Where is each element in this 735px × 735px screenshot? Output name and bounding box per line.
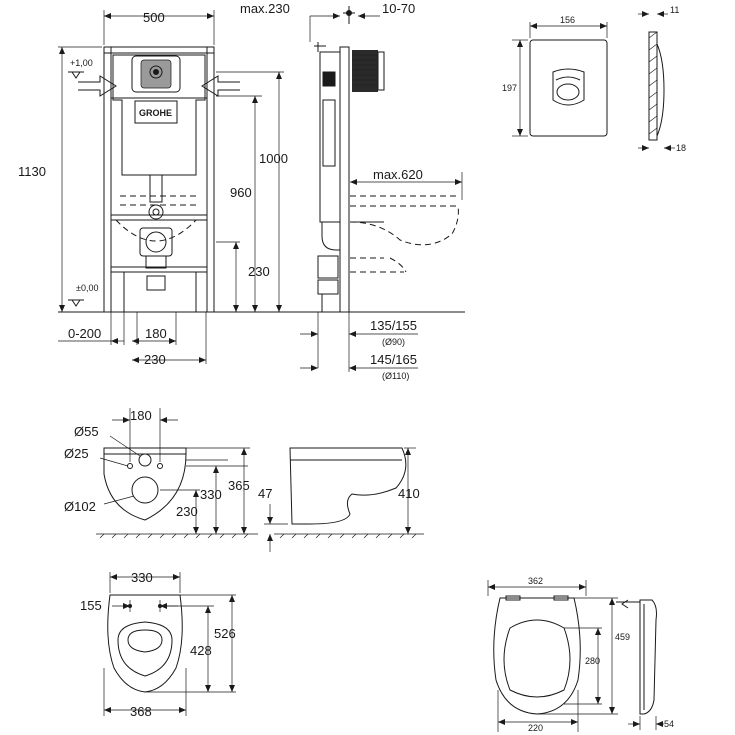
- height-1130-label: 1130: [18, 164, 46, 179]
- plate-offset-label: 18: [676, 143, 686, 153]
- seat-width-label: 362: [528, 576, 543, 586]
- dim-110-label: (Ø110): [382, 371, 409, 381]
- dim-90-label: (Ø90): [382, 337, 405, 347]
- pan-d55-label: Ø55: [74, 424, 99, 439]
- pan-180-label: 180: [130, 408, 152, 423]
- range-10-70-label: 10-70: [382, 1, 415, 16]
- pan-410-label: 410: [398, 486, 420, 501]
- pan-plan-view: 330 155 428 526 368: [80, 570, 236, 719]
- flush-plate-side: 11 18: [638, 5, 686, 153]
- pan-230-label: 230: [176, 504, 198, 519]
- seat-54-label: 54: [664, 719, 674, 729]
- flush-plate-front: 156 197: [502, 15, 608, 137]
- pan-d102-label: Ø102: [64, 499, 96, 514]
- pan-330-label: 330: [200, 487, 222, 502]
- width-180-label: 180: [145, 326, 167, 341]
- seat-220-label: 220: [528, 723, 543, 733]
- frame-side-view: max.230 10-70 max.620 135/155 (Ø90) 145/…: [240, 1, 465, 381]
- plan-526-label: 526: [214, 626, 236, 641]
- toilet-seat-side: 54: [616, 599, 674, 730]
- frame-front-view: GROHE +1,00 ±0,00 500: [18, 10, 300, 367]
- plan-368-label: 368: [130, 704, 152, 719]
- max-230-label: max.230: [240, 1, 290, 16]
- height-230-label: 230: [248, 264, 270, 279]
- level-top-label: +1,00: [70, 58, 93, 68]
- plate-height-label: 197: [502, 83, 517, 93]
- plate-depth-label: 11: [670, 5, 679, 15]
- pan-d25-label: Ø25: [64, 446, 89, 461]
- pan-rear-view: 180 Ø55 Ø25 Ø102 230 330 365: [64, 408, 258, 539]
- width-230-label: 230: [144, 352, 166, 367]
- pan-47-label: 47: [258, 486, 272, 501]
- pan-365-label: 365: [228, 478, 250, 493]
- width-500-label: 500: [143, 10, 165, 25]
- seat-280-label: 280: [585, 656, 600, 666]
- seat-459-label: 459: [615, 632, 630, 642]
- dim-135-155-label: 135/155: [370, 318, 417, 333]
- max-620-label: max.620: [373, 167, 423, 182]
- height-960-label: 960: [230, 185, 252, 200]
- floor-range-label: 0-200: [68, 326, 101, 341]
- plan-428-label: 428: [190, 643, 212, 658]
- plan-155-label: 155: [80, 598, 102, 613]
- level-zero-label: ±0,00: [76, 283, 98, 293]
- plan-330-label: 330: [131, 570, 153, 585]
- dim-145-165-label: 145/165: [370, 352, 417, 367]
- brand-logo: GROHE: [139, 108, 172, 118]
- height-1000-label: 1000: [259, 151, 288, 166]
- pan-side-view: 47 410: [258, 447, 424, 552]
- toilet-seat-top: 362 459 280 220: [487, 576, 630, 733]
- plate-width-label: 156: [560, 15, 575, 25]
